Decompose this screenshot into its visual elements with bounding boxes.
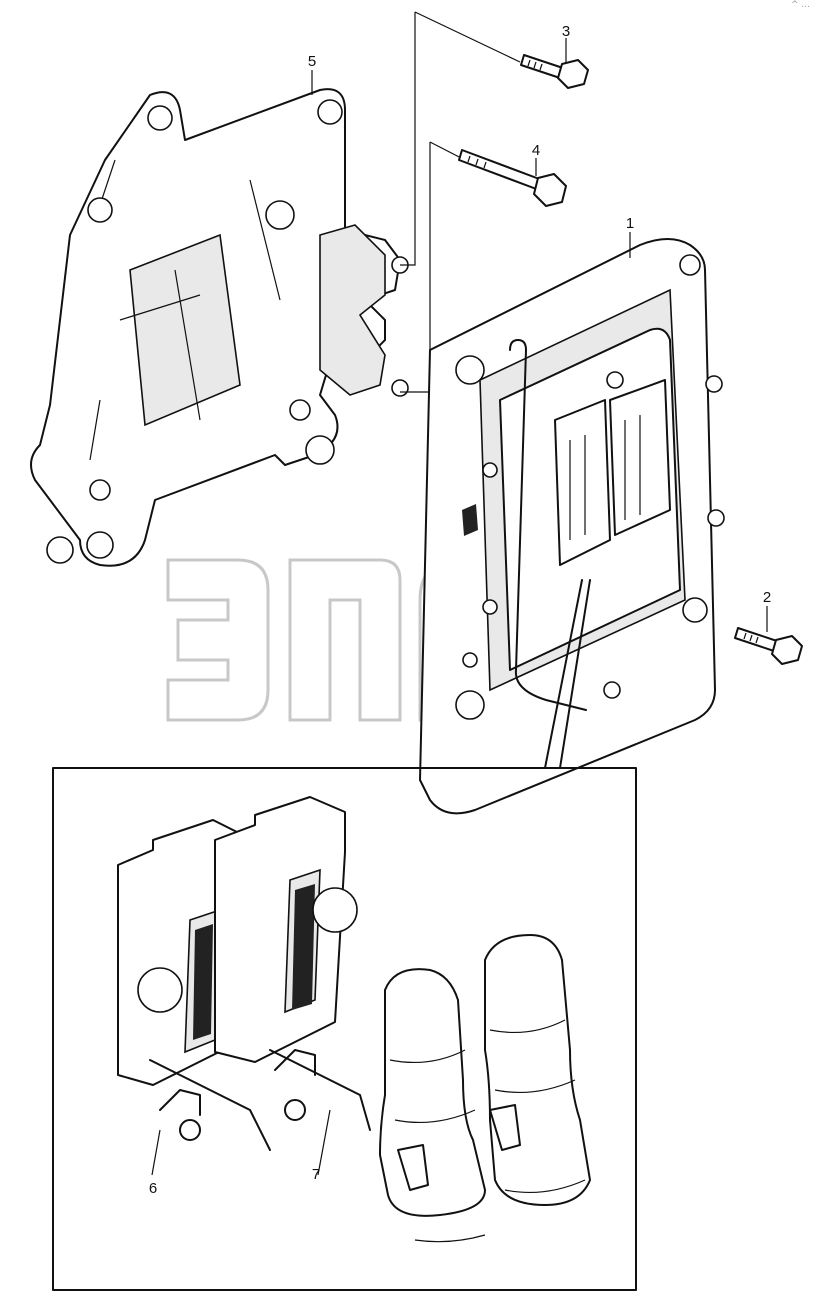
ecu-screw [482, 462, 498, 478]
callout-4: 4 [532, 142, 540, 159]
ecu-mount-hole [455, 355, 485, 385]
bolt-part-2 [734, 606, 803, 665]
ecu-screw [606, 371, 624, 389]
bracket-hole [46, 536, 74, 564]
ecu-logo-mark [462, 504, 478, 536]
cover-boot-left [379, 968, 486, 1243]
callout-6: 6 [149, 1180, 157, 1197]
callout-2: 2 [763, 589, 771, 606]
bracket-hole [391, 379, 409, 397]
bolt-part-4 [458, 149, 567, 207]
cover-boot-right [484, 934, 591, 1206]
leader-line-3 [400, 11, 521, 266]
ecu-mount-hole [679, 254, 701, 276]
connector-7-pin-grid [292, 884, 315, 1010]
ecu-screw [462, 652, 478, 668]
bracket-hole [89, 479, 111, 501]
ecu-mount-hole [682, 597, 708, 623]
callout-7: 7 [312, 1166, 320, 1183]
connector-part-7 [214, 796, 371, 1176]
bracket-hole [305, 435, 335, 465]
bracket-hole [317, 99, 343, 125]
callout-3: 3 [562, 23, 570, 40]
connector-6-pin-grid [193, 924, 213, 1040]
bracket-hole [86, 531, 114, 559]
corner-mark: ^ ... [791, 0, 810, 10]
callout-5: 5 [308, 53, 316, 70]
bracket-hole [147, 105, 173, 131]
ecu-part-1 [419, 232, 725, 815]
ecu-mount-hole [455, 690, 485, 720]
ecu-screw [705, 375, 723, 393]
ecu-screw [603, 681, 621, 699]
ecu-connector-a [554, 399, 611, 566]
bracket-hole [87, 197, 113, 223]
bolt-part-3 [520, 38, 589, 89]
bracket-part-5 [30, 88, 409, 567]
bracket-hole [289, 399, 311, 421]
connector-part-6 [117, 819, 271, 1176]
detail-frame [52, 767, 637, 1291]
ecu-screw [707, 509, 725, 527]
callout-1: 1 [626, 215, 634, 232]
detail-leader [544, 579, 591, 769]
ecu-screw [482, 599, 498, 615]
bracket-hole [265, 200, 295, 230]
